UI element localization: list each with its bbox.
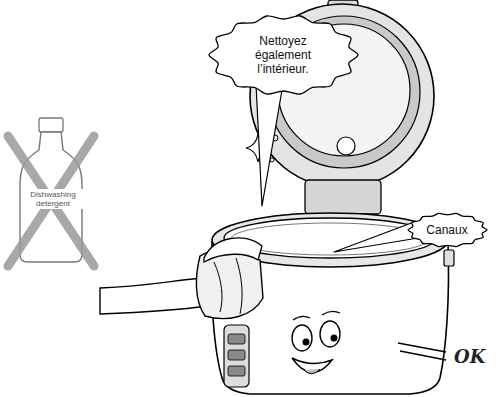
cloth-fold xyxy=(236,258,242,314)
bottle-label: Dishwashing detergent xyxy=(22,189,84,209)
panel-button xyxy=(228,334,245,344)
callout-tail xyxy=(334,222,418,252)
ok-mark: OK xyxy=(452,346,487,368)
lid-hinge xyxy=(305,180,381,214)
tongue xyxy=(304,369,320,374)
detergent-bottle xyxy=(8,118,94,266)
arm xyxy=(100,278,206,314)
cross-mark xyxy=(8,136,94,266)
cloud-outline xyxy=(209,16,358,94)
bottle-cap xyxy=(39,118,63,132)
steam-valve xyxy=(337,137,355,155)
panel-button xyxy=(228,366,245,376)
eyebrow xyxy=(293,316,310,320)
bubble-text: Nettoyez également l’intérieur. xyxy=(241,34,325,76)
pointing-line xyxy=(398,343,446,352)
fingers xyxy=(204,238,262,262)
cross-mark xyxy=(8,136,94,266)
cooker-face xyxy=(292,311,446,373)
eye xyxy=(292,325,312,351)
panel-button xyxy=(228,350,245,360)
pointing-line xyxy=(400,351,446,360)
cloth-fold xyxy=(214,262,222,312)
cloud-outline xyxy=(408,213,487,246)
pupil xyxy=(331,335,338,342)
pupil xyxy=(303,339,310,346)
eyebrow xyxy=(322,311,340,315)
speech-bubble: Nettoyez également l’intérieur. xyxy=(207,13,360,97)
bubble-text-group: Canaux xyxy=(426,223,467,237)
bubble-text-group: Nettoyez également l’intérieur. xyxy=(241,34,325,76)
callout-tail xyxy=(256,84,282,206)
hand-with-cloth xyxy=(100,238,263,319)
control-panel xyxy=(224,325,249,387)
eye xyxy=(320,321,340,347)
speech-bubble: Canaux xyxy=(406,211,489,249)
bubble-text: Canaux xyxy=(426,223,467,237)
side-handle xyxy=(444,250,454,266)
